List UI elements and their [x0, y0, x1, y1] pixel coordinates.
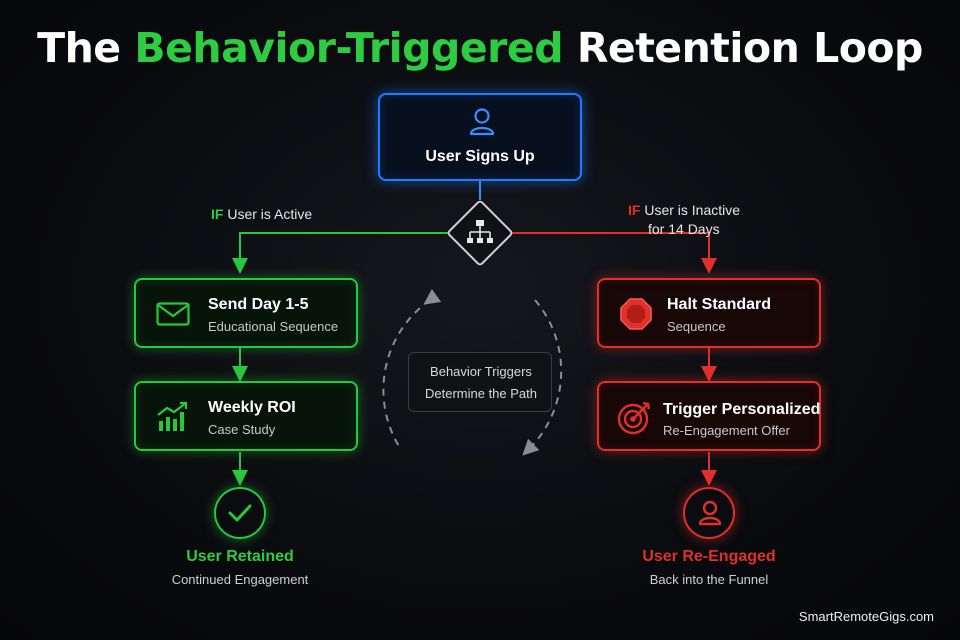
title-accent: Behavior-Triggered — [134, 24, 564, 72]
left-step-2-title: Weekly ROI — [208, 399, 296, 416]
outcome-left-title: User Retained — [186, 548, 294, 565]
left-step-1-title: Send Day 1-5 — [208, 296, 309, 313]
chart-growth-icon — [157, 401, 188, 431]
left-step-1: Send Day 1-5 Educational Sequence — [134, 278, 358, 348]
target-icon — [617, 401, 651, 435]
outcome-left-subtitle: Continued Engagement — [171, 572, 309, 587]
center-note: Behavior Triggers Determine the Path — [408, 352, 552, 412]
branch-inactive-label: IF User is Inactive — [628, 202, 740, 218]
loop-arc-left — [382, 288, 442, 449]
right-step-1: Halt Standard Sequence — [597, 278, 821, 348]
branch-inactive-if: IF — [628, 202, 641, 218]
center-line-2: Determine the Path — [424, 386, 537, 401]
right-step-1-subtitle: Sequence — [667, 319, 726, 334]
right-step-1-title: Halt Standard — [667, 296, 772, 313]
start-node: User Signs Up — [378, 93, 582, 181]
check-icon — [228, 504, 252, 522]
outcome-right-subtitle: Back into the Funnel — [649, 572, 769, 587]
stop-icon — [620, 298, 652, 330]
branch-active-if: IF — [211, 206, 224, 222]
left-step-2: Weekly ROI Case Study — [134, 381, 358, 451]
active-branch-line — [232, 232, 448, 274]
start-label: User Signs Up — [425, 148, 535, 165]
user-re-engaged-icon — [698, 500, 722, 526]
branch-inactive-text-2: for 14 Days — [648, 221, 720, 237]
branch-icon — [467, 220, 493, 243]
mail-icon — [156, 302, 190, 326]
center-line-1: Behavior Triggers — [430, 364, 532, 379]
title-part2: Retention Loop — [563, 24, 924, 72]
branch-active-text: User is Active — [223, 206, 313, 222]
right-step-2-title: Trigger Personalized — [663, 401, 821, 418]
user-icon — [469, 108, 495, 136]
outcome-right-title: User Re-Engaged — [642, 548, 776, 565]
check-circle-icon — [214, 487, 266, 539]
left-step-2-subtitle: Case Study — [208, 422, 276, 437]
user-circle-icon — [683, 487, 735, 539]
title-part1: The — [37, 24, 135, 72]
right-step-2-subtitle: Re-Engagement Offer — [663, 423, 790, 438]
inactive-branch-line — [512, 232, 717, 274]
loop-arc-right — [522, 299, 563, 456]
branch-inactive-text-1: User is Inactive — [640, 202, 741, 218]
branch-active-label: IF User is Active — [211, 206, 312, 222]
page-title: The Behavior-Triggered Retention Loop — [0, 24, 960, 72]
right-step-2: Trigger Personalized Re-Engagement Offer — [597, 381, 821, 451]
brand-watermark: SmartRemoteGigs.com — [798, 609, 934, 624]
left-step-1-subtitle: Educational Sequence — [208, 319, 339, 334]
